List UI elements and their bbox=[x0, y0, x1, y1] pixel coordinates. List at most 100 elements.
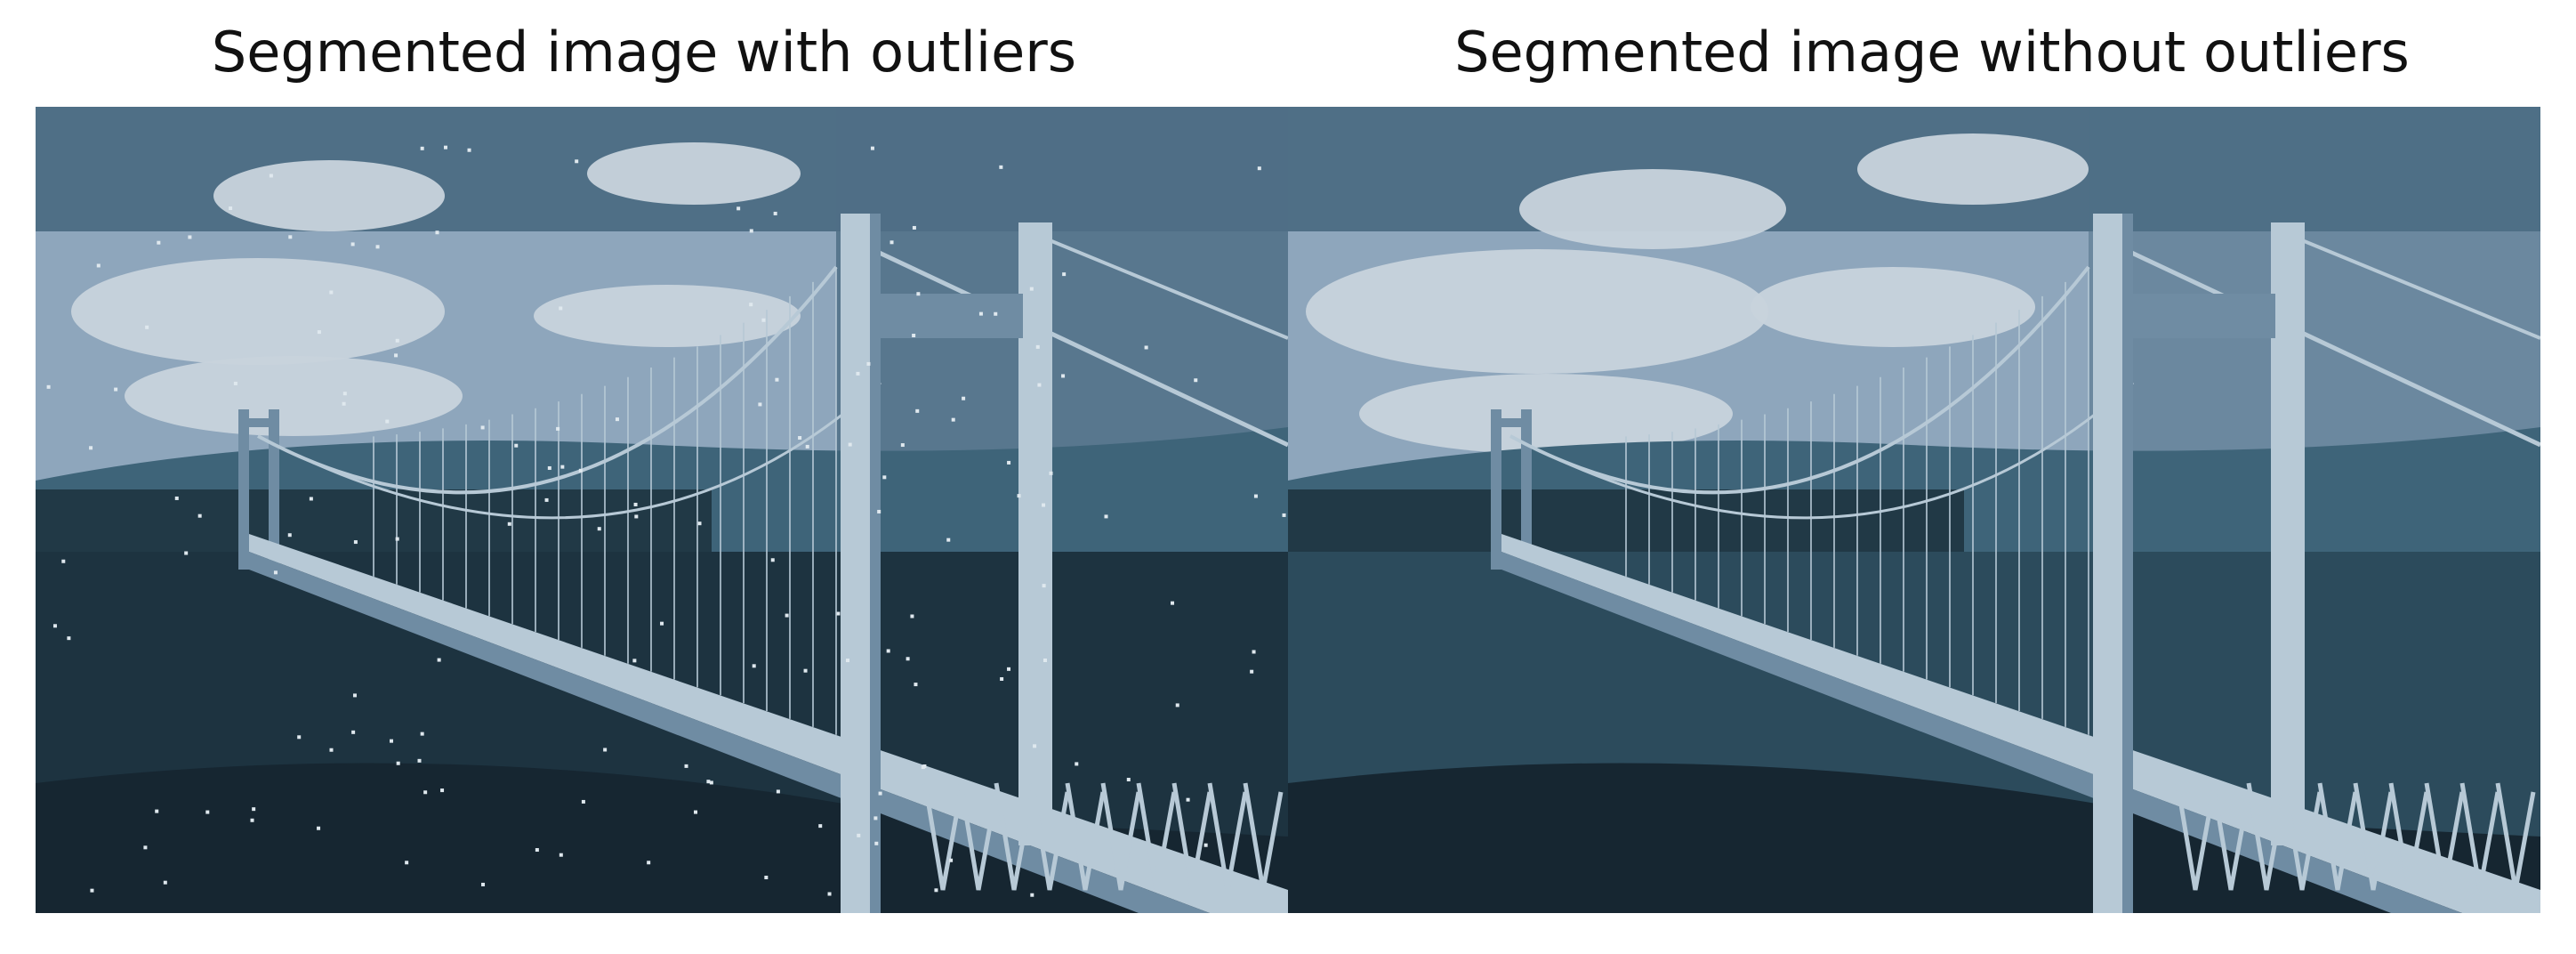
outlier-pixel bbox=[1017, 494, 1021, 498]
outlier-pixel bbox=[946, 538, 951, 542]
outlier-pixel bbox=[1035, 344, 1040, 349]
outlier-pixel bbox=[420, 146, 424, 150]
outlier-pixel bbox=[96, 263, 101, 268]
outlier-pixel bbox=[1250, 669, 1254, 674]
bridge-truss bbox=[958, 782, 999, 891]
outlier-pixel bbox=[615, 417, 619, 422]
outlier-pixel bbox=[818, 824, 823, 829]
outlier-pixel bbox=[559, 306, 563, 311]
outlier-pixel bbox=[197, 513, 202, 518]
main-tower-shadow bbox=[870, 214, 881, 913]
outlier-pixel bbox=[775, 377, 779, 382]
outlier-pixel bbox=[435, 230, 439, 235]
main-cable bbox=[1509, 381, 2135, 520]
outlier-pixel bbox=[417, 758, 422, 763]
outlier-pixel bbox=[1049, 471, 1053, 475]
outlier-pixel bbox=[297, 735, 302, 740]
main-tower-leg bbox=[1018, 222, 1052, 845]
far-tower-leg bbox=[269, 409, 279, 570]
bridge-truss bbox=[1100, 782, 1141, 891]
cloud bbox=[1857, 133, 2089, 205]
outlier-pixel bbox=[805, 444, 809, 449]
cloud bbox=[587, 142, 801, 205]
outlier-pixel bbox=[229, 206, 233, 211]
bridge-truss bbox=[2424, 782, 2465, 891]
outlier-pixel bbox=[581, 799, 585, 804]
outlier-pixel bbox=[145, 325, 149, 329]
outlier-pixel bbox=[764, 876, 769, 880]
cloud bbox=[125, 356, 463, 436]
outlier-pixel bbox=[287, 533, 292, 538]
outlier-pixel bbox=[250, 818, 254, 822]
outlier-pixel bbox=[874, 841, 879, 845]
outlier-pixel bbox=[317, 826, 321, 830]
far-tower-leg bbox=[1491, 409, 1501, 570]
bridge-truss bbox=[2495, 782, 2536, 891]
outlier-pixel bbox=[1126, 778, 1131, 782]
main-cable bbox=[870, 247, 1288, 448]
outlier-pixel bbox=[317, 330, 321, 335]
outlier-pixel bbox=[873, 816, 878, 821]
outlier-pixel bbox=[174, 496, 179, 500]
outlier-pixel bbox=[978, 311, 983, 316]
outlier-pixel bbox=[1033, 744, 1037, 748]
outlier-pixel bbox=[1257, 166, 1261, 171]
main-tower-beam bbox=[2124, 294, 2275, 338]
outlier-pixel bbox=[353, 540, 358, 545]
outlier-pixel bbox=[252, 807, 256, 812]
bridge-truss bbox=[994, 782, 1034, 891]
outlier-pixel bbox=[906, 657, 910, 661]
outlier-pixel bbox=[375, 245, 380, 249]
panel-title: Segmented image without outliers bbox=[1454, 20, 2410, 85]
outlier-pixel bbox=[395, 537, 399, 541]
far-tower-leg bbox=[238, 409, 249, 570]
outlier-pixel bbox=[342, 401, 346, 406]
bridge-truss bbox=[2317, 782, 2358, 891]
outlier-pixel bbox=[877, 509, 881, 513]
outlier-pixel bbox=[912, 225, 916, 230]
outlier-pixel bbox=[916, 292, 921, 296]
outlier-pixel bbox=[1007, 667, 1011, 671]
outlier-pixel bbox=[480, 425, 485, 430]
outlier-pixel bbox=[1075, 762, 1079, 766]
outlier-pixel bbox=[1253, 494, 1258, 498]
main-cable bbox=[257, 381, 882, 520]
outlier-pixel bbox=[848, 442, 852, 447]
outlier-pixel bbox=[776, 789, 780, 794]
outlier-pixel bbox=[67, 636, 71, 641]
bridge-truss bbox=[2388, 782, 2429, 891]
outlier-pixel bbox=[52, 624, 57, 628]
outlier-pixel bbox=[910, 614, 914, 618]
outlier-pixel bbox=[870, 146, 874, 150]
outlier-pixel bbox=[915, 408, 920, 413]
outlier-pixel bbox=[660, 621, 664, 626]
outlier-pixel bbox=[737, 206, 741, 211]
outlier-pixel bbox=[405, 861, 409, 865]
outlier-pixel bbox=[951, 417, 955, 422]
outlier-pixel bbox=[1194, 378, 1198, 383]
outlier-pixel bbox=[155, 809, 159, 813]
outlier-pixel bbox=[205, 810, 210, 814]
bridge-truss bbox=[2282, 782, 2322, 891]
outlier-pixel bbox=[1282, 513, 1286, 517]
outlier-pixel bbox=[785, 613, 789, 618]
outlier-pixel bbox=[749, 303, 753, 307]
outlier-pixel bbox=[163, 880, 167, 885]
outlier-pixel bbox=[634, 514, 639, 519]
outlier-pixel bbox=[535, 848, 539, 853]
bridge-truss bbox=[1065, 782, 1106, 891]
outlier-pixel bbox=[309, 497, 313, 501]
cloud bbox=[1519, 169, 1786, 249]
outlier-pixel bbox=[694, 810, 698, 814]
cloud bbox=[1751, 267, 2035, 347]
outlier-pixel bbox=[758, 402, 762, 407]
outlier-pixel bbox=[560, 465, 565, 469]
far-tower-beam bbox=[238, 418, 279, 427]
bridge-truss bbox=[1136, 782, 1177, 891]
outlier-pixel bbox=[857, 833, 861, 837]
outlier-pixel bbox=[288, 235, 293, 239]
main-cable bbox=[1049, 238, 1288, 340]
outlier-pixel bbox=[394, 353, 398, 358]
outlier-pixel bbox=[697, 521, 702, 526]
segmented-image-without-outliers-panel: Segmented image without outliers bbox=[1288, 0, 2576, 954]
